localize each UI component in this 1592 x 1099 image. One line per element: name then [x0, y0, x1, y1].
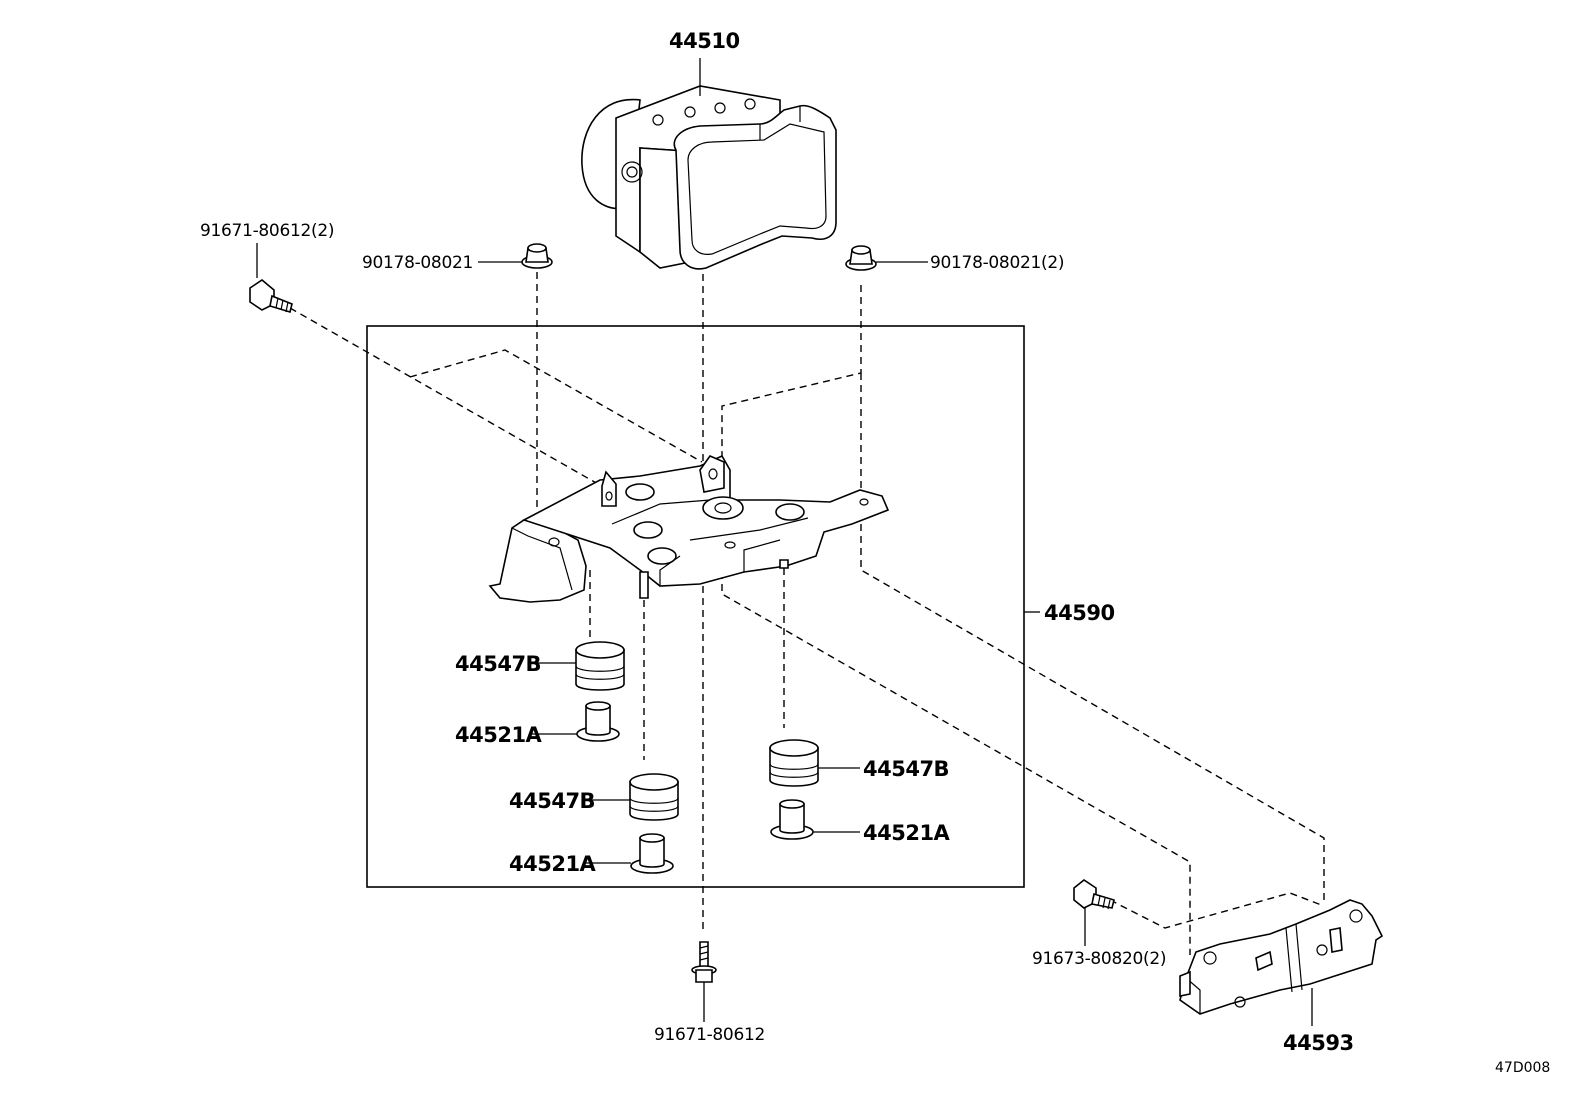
label-91673-80820-2[interactable]: 91673-80820(2) — [1032, 949, 1166, 969]
cushion-44547B-1[interactable] — [575, 641, 625, 691]
cushion-44547B-2[interactable] — [629, 773, 679, 821]
collar-44521A-1[interactable] — [576, 701, 620, 742]
label-44521A-1[interactable]: 44521A — [455, 723, 543, 747]
label-44510[interactable]: 44510 — [669, 29, 740, 53]
label-91671-80612[interactable]: 91671-80612 — [654, 1025, 765, 1045]
label-44521A-2[interactable]: 44521A — [509, 852, 597, 876]
actuator-bracket[interactable] — [488, 454, 890, 603]
bolt-91673-80820[interactable] — [1073, 879, 1115, 910]
bolt-91671-80612-bottom[interactable] — [691, 941, 717, 983]
alignment-lines — [289, 262, 1325, 955]
label-44547B-3[interactable]: 44547B — [863, 757, 950, 781]
collar-44521A-3[interactable] — [770, 799, 814, 840]
label-44593[interactable]: 44593 — [1283, 1031, 1354, 1055]
lower-bracket-44593[interactable] — [1179, 899, 1384, 1015]
bolt-91671-80612-left[interactable] — [249, 279, 293, 314]
part-labels: 44510 91671-80612(2) 90178-08021 90178-0… — [200, 29, 1550, 1076]
cushion-44547B-3[interactable] — [769, 739, 819, 787]
figure-code: 47D008 — [1495, 1060, 1550, 1076]
label-44547B-2[interactable]: 44547B — [509, 789, 596, 813]
nut-90178-08021-right[interactable] — [845, 245, 877, 271]
label-90178-08021[interactable]: 90178-08021 — [362, 253, 473, 273]
label-44590[interactable]: 44590 — [1044, 601, 1115, 625]
collar-44521A-2[interactable] — [630, 833, 674, 874]
leader-lines — [256, 58, 1313, 1026]
abs-actuator-44510[interactable] — [581, 85, 837, 270]
label-44521A-3[interactable]: 44521A — [863, 821, 951, 845]
label-44547B-1[interactable]: 44547B — [455, 652, 542, 676]
label-90178-08021-2[interactable]: 90178-08021(2) — [930, 253, 1064, 273]
label-91671-80612-2[interactable]: 91671-80612(2) — [200, 221, 334, 241]
assembly-boundary-box — [366, 325, 1025, 888]
nut-90178-08021-left[interactable] — [521, 243, 553, 269]
